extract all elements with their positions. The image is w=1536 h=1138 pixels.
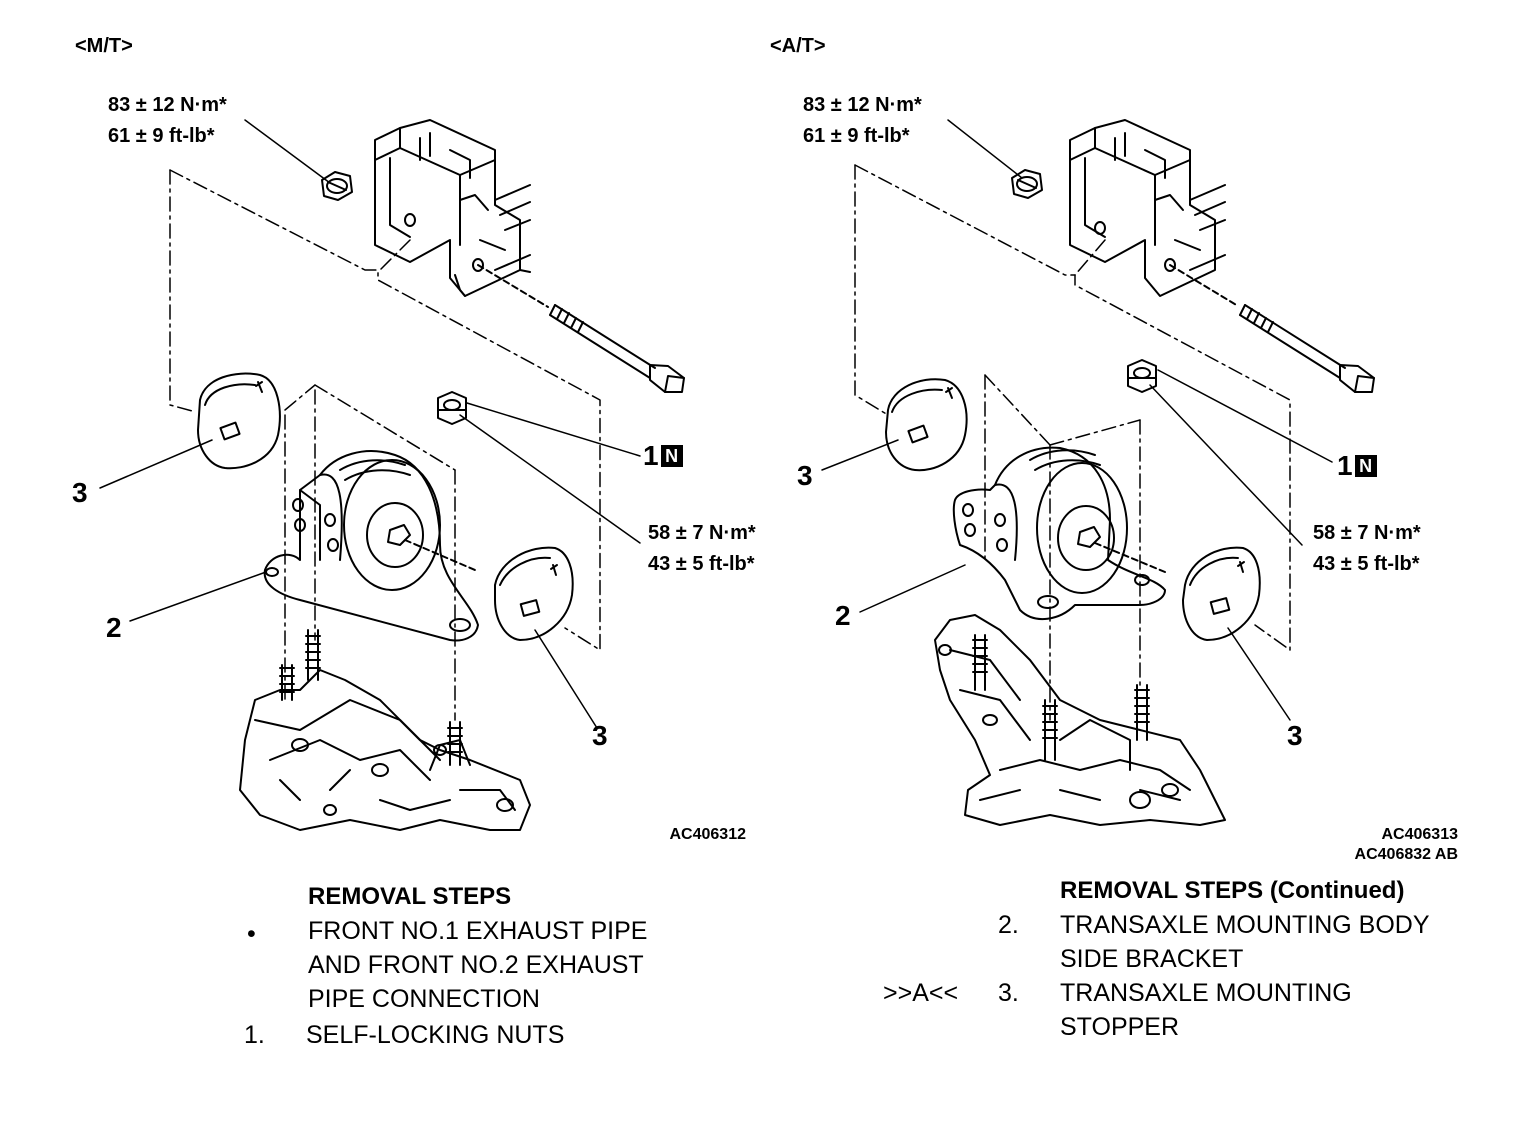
removal-steps-continued-title: REMOVAL STEPS (Continued) (1060, 877, 1405, 904)
step-3-text: TRANSAXLE MOUNTING STOPPER (1060, 976, 1352, 1044)
mt-leader-lines (99, 119, 641, 729)
mt-callout-3-right: 3 (592, 720, 608, 751)
mt-new-part-badge: N (660, 445, 683, 467)
at-figure-ids: AC406313 AC406832 AB (1355, 825, 1458, 865)
mt-stopper-right (494, 546, 574, 641)
at-callout-3-left: 3 (797, 460, 813, 491)
at-panel-label: <A/T> (770, 35, 826, 57)
at-stopper-right (1182, 546, 1261, 641)
step-2-line-2: SIDE BRACKET (1060, 945, 1244, 973)
mt-stopper-left (197, 372, 281, 470)
mt-through-bolt (477, 264, 685, 393)
step-1-text: SELF-LOCKING NUTS (306, 1021, 565, 1049)
at-leader-lines (821, 119, 1333, 721)
mt-alignment-lines (169, 169, 601, 721)
at-torque-mid: 58 ± 7 N·m* 43 ± 5 ft-lb* (1313, 518, 1421, 580)
removal-steps-title: REMOVAL STEPS (308, 883, 512, 910)
at-torque-mid-ftlb: 43 ± 5 ft-lb* (1313, 553, 1420, 575)
mt-diagram (99, 119, 685, 831)
step-3-line-1: TRANSAXLE MOUNTING (1060, 979, 1352, 1007)
mt-torque-mid-nm: 58 ± 7 N·m* (648, 522, 756, 544)
step-exhaust-line-3: PIPE CONNECTION (308, 985, 540, 1013)
at-torque-top-nm: 83 ± 12 N·m* (803, 94, 922, 116)
mt-mounting-body (263, 450, 479, 642)
at-callout-3-right: 3 (1287, 720, 1303, 751)
step-2-line-1: TRANSAXLE MOUNTING BODY (1060, 911, 1430, 939)
at-top-nut (1011, 169, 1043, 199)
mt-self-locking-nut (437, 391, 467, 425)
at-alignment-lines (854, 164, 1291, 721)
mt-callout-2: 2 (106, 612, 122, 643)
mt-torque-mid-ftlb: 43 ± 5 ft-lb* (648, 553, 755, 575)
at-torque-mid-nm: 58 ± 7 N·m* (1313, 522, 1421, 544)
mt-torque-top-ftlb: 61 ± 9 ft-lb* (108, 125, 215, 147)
step-3-number: 3. (998, 979, 1019, 1007)
at-through-bolt (1169, 264, 1375, 393)
step-exhaust-line-1: FRONT NO.1 EXHAUST PIPE (308, 917, 648, 945)
mt-torque-top: 83 ± 12 N·m* 61 ± 9 ft-lb* (108, 90, 227, 152)
at-diagram (821, 119, 1375, 826)
mt-figure-id: AC406312 (669, 826, 747, 843)
at-callout-1-number: 1 (1337, 450, 1353, 481)
at-torque-top-ftlb: 61 ± 9 ft-lb* (803, 125, 910, 147)
at-mounting-body (952, 446, 1166, 621)
step-2-number: 2. (998, 911, 1019, 939)
step-2-text: TRANSAXLE MOUNTING BODY SIDE BRACKET (1060, 908, 1430, 976)
step-exhaust-pipe-connection: FRONT NO.1 EXHAUST PIPE AND FRONT NO.2 E… (308, 914, 647, 1016)
mt-body-side-bracket (374, 119, 531, 297)
step-1-number: 1. (244, 1021, 265, 1049)
mt-torque-mid: 58 ± 7 N·m* 43 ± 5 ft-lb* (648, 518, 756, 580)
mt-transaxle (239, 629, 531, 831)
bullet-marker: • (247, 920, 256, 948)
step-exhaust-line-2: AND FRONT NO.2 EXHAUST (308, 951, 644, 979)
mt-torque-top-nm: 83 ± 12 N·m* (108, 94, 227, 116)
step-3-reference-marker: >>A<< (883, 979, 959, 1007)
mt-top-nut (321, 171, 353, 201)
at-new-part-badge: N (1354, 455, 1377, 477)
at-transaxle (934, 614, 1226, 826)
at-callout-2: 2 (835, 600, 851, 631)
at-stopper-left (885, 378, 968, 472)
mt-callout-3-left: 3 (72, 477, 88, 508)
at-figure-id-2: AC406832 AB (1354, 846, 1458, 863)
at-torque-top: 83 ± 12 N·m* 61 ± 9 ft-lb* (803, 90, 922, 152)
at-self-locking-nut (1127, 359, 1157, 393)
mt-callout-1-number: 1 (643, 440, 659, 471)
step-3-line-2: STOPPER (1060, 1013, 1180, 1041)
at-body-side-bracket (1069, 119, 1226, 297)
at-figure-id-1: AC406313 (1381, 826, 1459, 843)
mt-panel-label: <M/T> (75, 35, 133, 57)
